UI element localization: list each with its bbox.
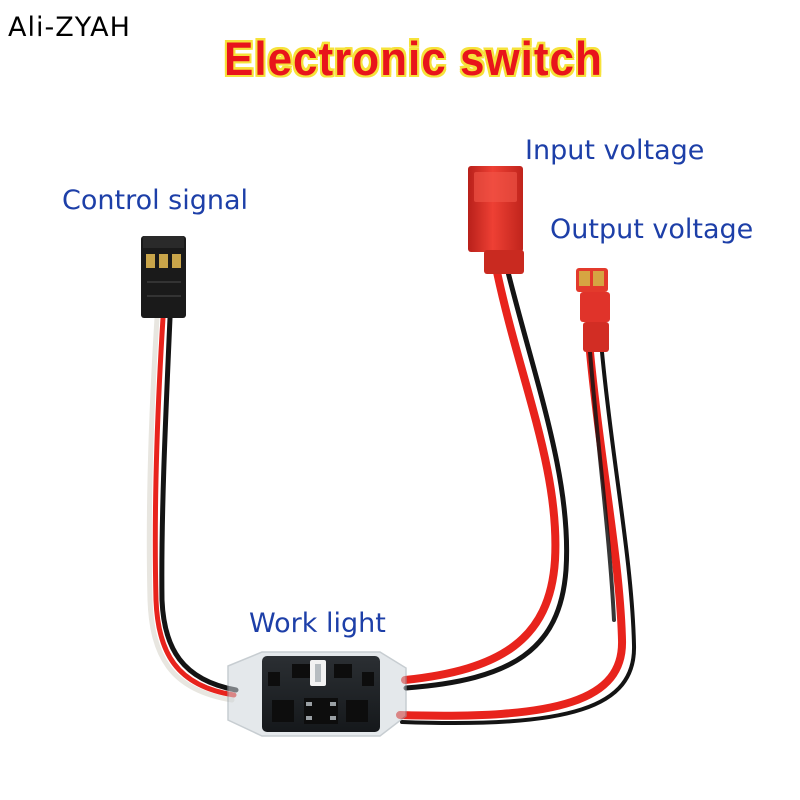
servo-connector xyxy=(141,236,186,318)
label-control-signal: Control signal xyxy=(62,185,249,216)
control-signal-wires xyxy=(146,315,239,703)
label-input-voltage: Input voltage xyxy=(525,135,705,166)
switch-module xyxy=(227,651,407,737)
label-output-voltage: Output voltage xyxy=(550,214,754,245)
brand-watermark: Ali-ZYAH xyxy=(8,12,131,43)
page-title: Electronic switch xyxy=(224,32,603,86)
output-voltage-wires xyxy=(396,348,637,726)
input-voltage-connector xyxy=(468,166,524,274)
output-voltage-connector xyxy=(576,268,610,352)
label-work-light: Work light xyxy=(249,608,386,639)
input-voltage-wires xyxy=(401,268,570,691)
